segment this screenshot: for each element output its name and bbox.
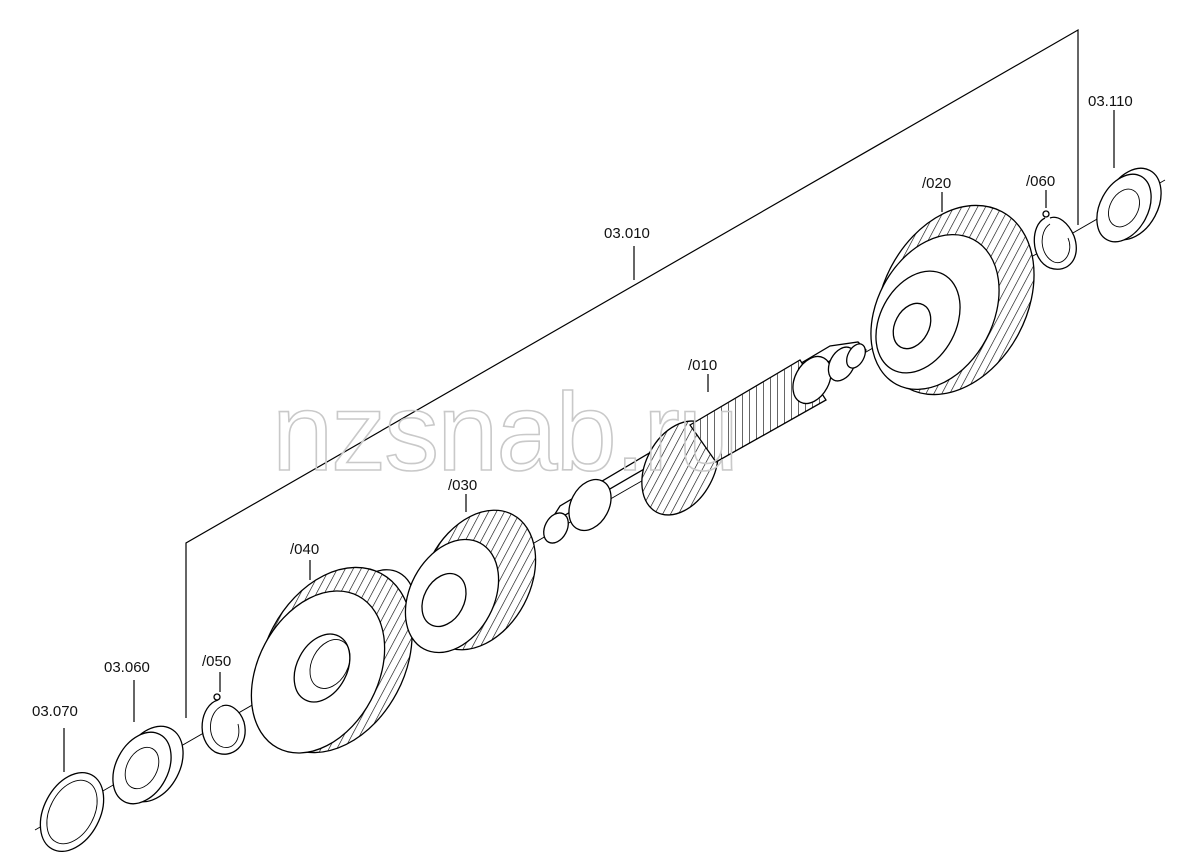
circlip-060-part — [1033, 210, 1077, 270]
label-assembly: 03.010 — [604, 225, 650, 242]
watermark-text: nzsnab.ru — [272, 371, 737, 494]
label-bearing-left: 03.060 — [104, 659, 150, 676]
gear-040-part — [250, 566, 416, 754]
label-washer-left: 03.070 — [32, 703, 78, 720]
bearing-left-part — [112, 725, 184, 805]
gear-020-part — [870, 204, 1035, 396]
label-bearing-right: 03.110 — [1088, 93, 1133, 110]
label-gear-040: /040 — [290, 541, 319, 558]
bearing-right-part — [1096, 167, 1162, 243]
shaft-010-part — [543, 341, 867, 544]
label-gear-020: /020 — [922, 175, 951, 192]
label-shaft: /010 — [688, 357, 717, 374]
assembly-bracket — [185, 28, 1079, 718]
gear-030-part — [404, 509, 537, 654]
washer-part — [39, 772, 105, 852]
label-ring-050: /050 — [202, 653, 231, 670]
label-ring-060: /060 — [1026, 173, 1055, 190]
circlip-050-part — [201, 693, 246, 755]
label-gear-030: /030 — [448, 477, 477, 494]
